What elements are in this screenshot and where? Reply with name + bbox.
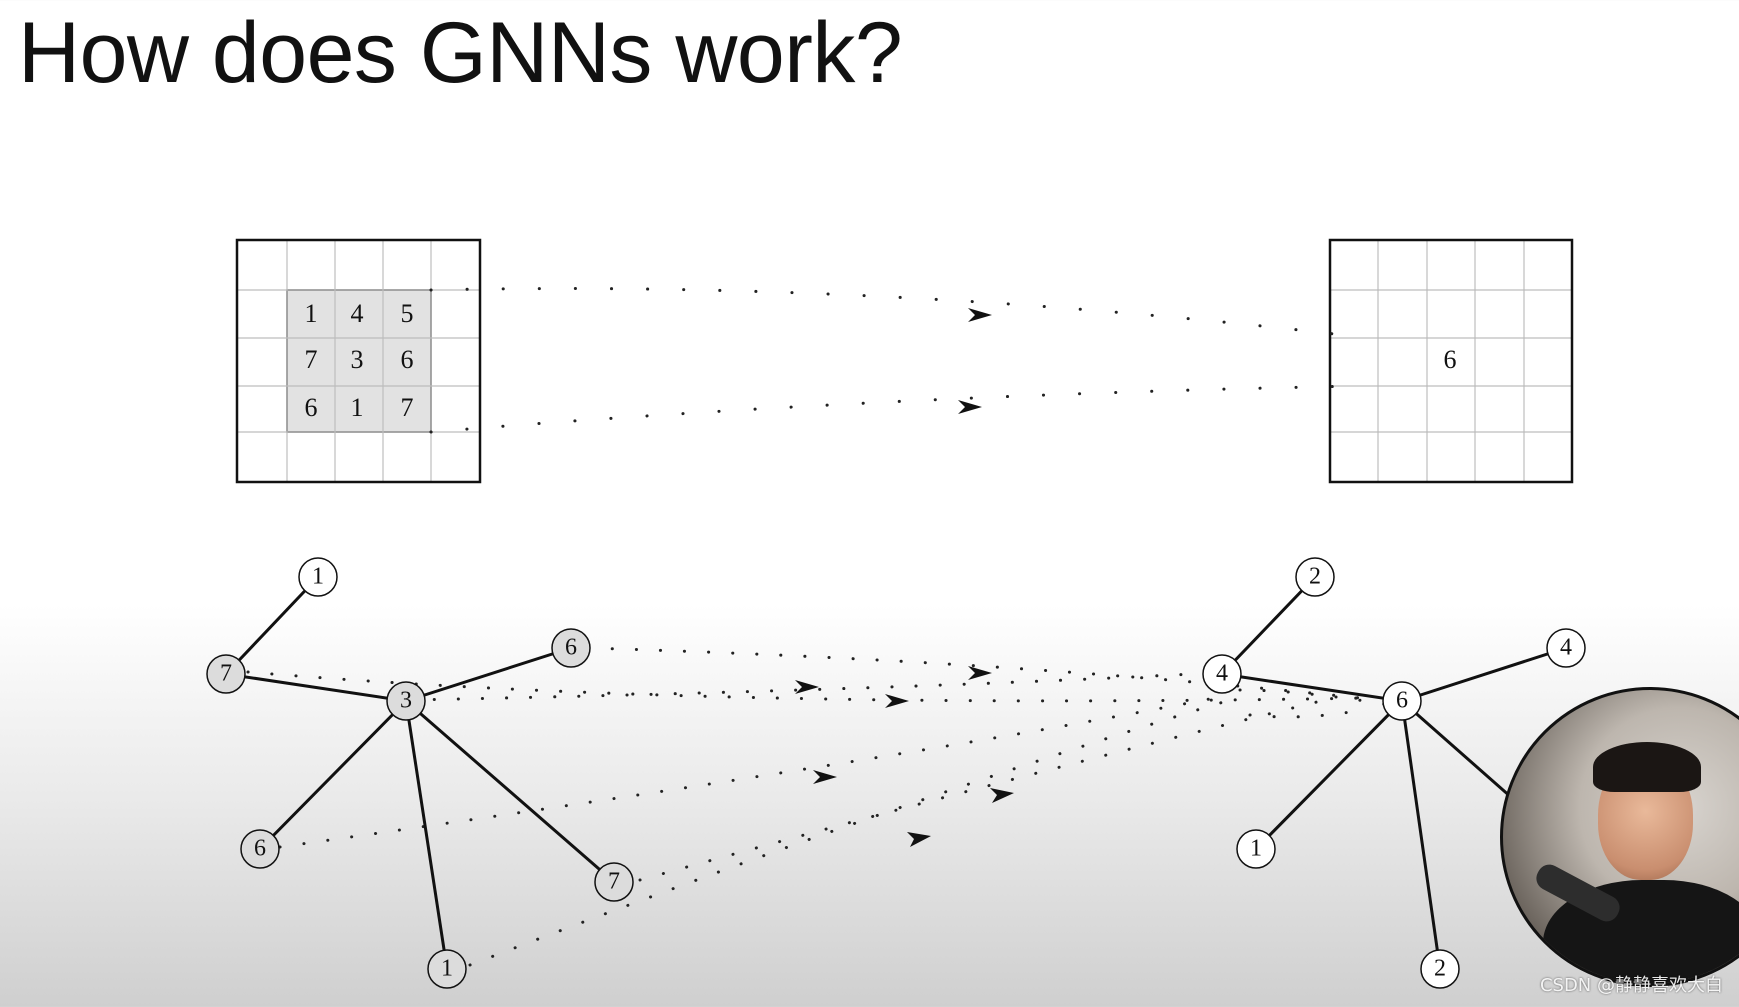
graph-edge — [1254, 699, 1404, 851]
graph-edge — [1400, 700, 1442, 970]
graph-edge — [1220, 575, 1317, 676]
node-label: 1 — [312, 564, 324, 590]
graph-edge — [224, 575, 320, 676]
graph-dotted-connectors — [246, 646, 1392, 967]
input-graph-node-1-top: 1 — [298, 557, 338, 597]
output-graph-node-2-bottom: 2 — [1420, 949, 1460, 989]
kernel-cell: 5 — [401, 299, 414, 328]
graph-edge — [1221, 672, 1403, 703]
input-graph-node-6-bottom: 6 — [240, 829, 280, 869]
node-label: 7 — [608, 869, 620, 895]
input-image-grid: 1 4 5 7 3 6 6 1 7 — [235, 238, 482, 484]
input-graph-node-6-top: 6 — [551, 628, 591, 668]
kernel-cell: 3 — [351, 345, 364, 374]
output-cell-value: 6 — [1444, 345, 1457, 374]
arrowhead-icon — [968, 308, 992, 322]
output-graph-node-center: 6 — [1382, 681, 1422, 721]
arrowhead-icon — [907, 832, 931, 847]
node-label: 1 — [441, 956, 453, 982]
graph-edge — [404, 700, 449, 970]
output-grid-border — [1328, 238, 1574, 484]
kernel-cell: 6 — [401, 345, 414, 374]
graph-edge — [1401, 699, 1521, 807]
presenter-hair — [1593, 742, 1701, 792]
node-label: 6 — [1396, 688, 1408, 714]
graph-arrowheads — [795, 666, 1014, 847]
graph-edge — [1401, 646, 1567, 703]
node-label: 6 — [565, 635, 577, 661]
kernel-cell: 7 — [401, 393, 414, 422]
input-graph-node-7-left: 7 — [206, 654, 246, 694]
output-graph-node-4-right: 4 — [1546, 628, 1586, 668]
kernel-cell: 1 — [305, 299, 318, 328]
kernel-shaded-region — [286, 289, 432, 433]
kernel-cell: 4 — [351, 299, 364, 328]
kernel-cell: 6 — [305, 393, 318, 422]
presenter-webcam — [1500, 687, 1739, 987]
graph-edge — [405, 699, 615, 884]
arrowhead-icon — [968, 666, 992, 680]
node-label: 3 — [400, 688, 412, 714]
input-graph-node-center: 3 — [386, 681, 426, 721]
node-label: 2 — [1434, 956, 1446, 982]
slide-title: How does GNNs work? — [18, 5, 903, 101]
input-graph-node-1-bottom: 1 — [427, 949, 467, 989]
image-arrowheads — [958, 308, 992, 414]
graph-edge — [405, 646, 572, 703]
input-graph-node-7-bottom: 7 — [594, 862, 634, 902]
arrowhead-icon — [795, 680, 819, 694]
node-label: 4 — [1560, 635, 1572, 661]
graph-edge — [225, 672, 407, 703]
output-graph-node-1-bottom: 1 — [1236, 829, 1276, 869]
input-graph: 3 7 1 6 6 7 1 — [206, 557, 1392, 989]
graph-edge — [258, 699, 408, 851]
node-label: 7 — [220, 661, 232, 687]
arrowhead-icon — [813, 770, 837, 784]
watermark: CSDN @静静喜欢大白 — [1539, 975, 1723, 996]
output-image-grid: 6 — [1328, 238, 1574, 484]
arrowhead-icon — [885, 694, 909, 708]
arrowhead-icon — [958, 400, 982, 414]
output-graph-node-4-left: 4 — [1202, 654, 1242, 694]
node-label: 1 — [1250, 836, 1262, 862]
image-dotted-connectors — [429, 287, 1362, 434]
kernel-cell: 7 — [305, 345, 318, 374]
output-graph: 6 4 2 4 1 2 — [1202, 557, 1586, 989]
output-graph-node-2-top: 2 — [1295, 557, 1335, 597]
node-label: 4 — [1216, 661, 1228, 687]
node-label: 6 — [254, 836, 266, 862]
input-grid-border — [235, 238, 482, 484]
node-label: 2 — [1309, 564, 1321, 590]
kernel-cell: 1 — [351, 393, 364, 422]
arrowhead-icon — [990, 788, 1014, 803]
